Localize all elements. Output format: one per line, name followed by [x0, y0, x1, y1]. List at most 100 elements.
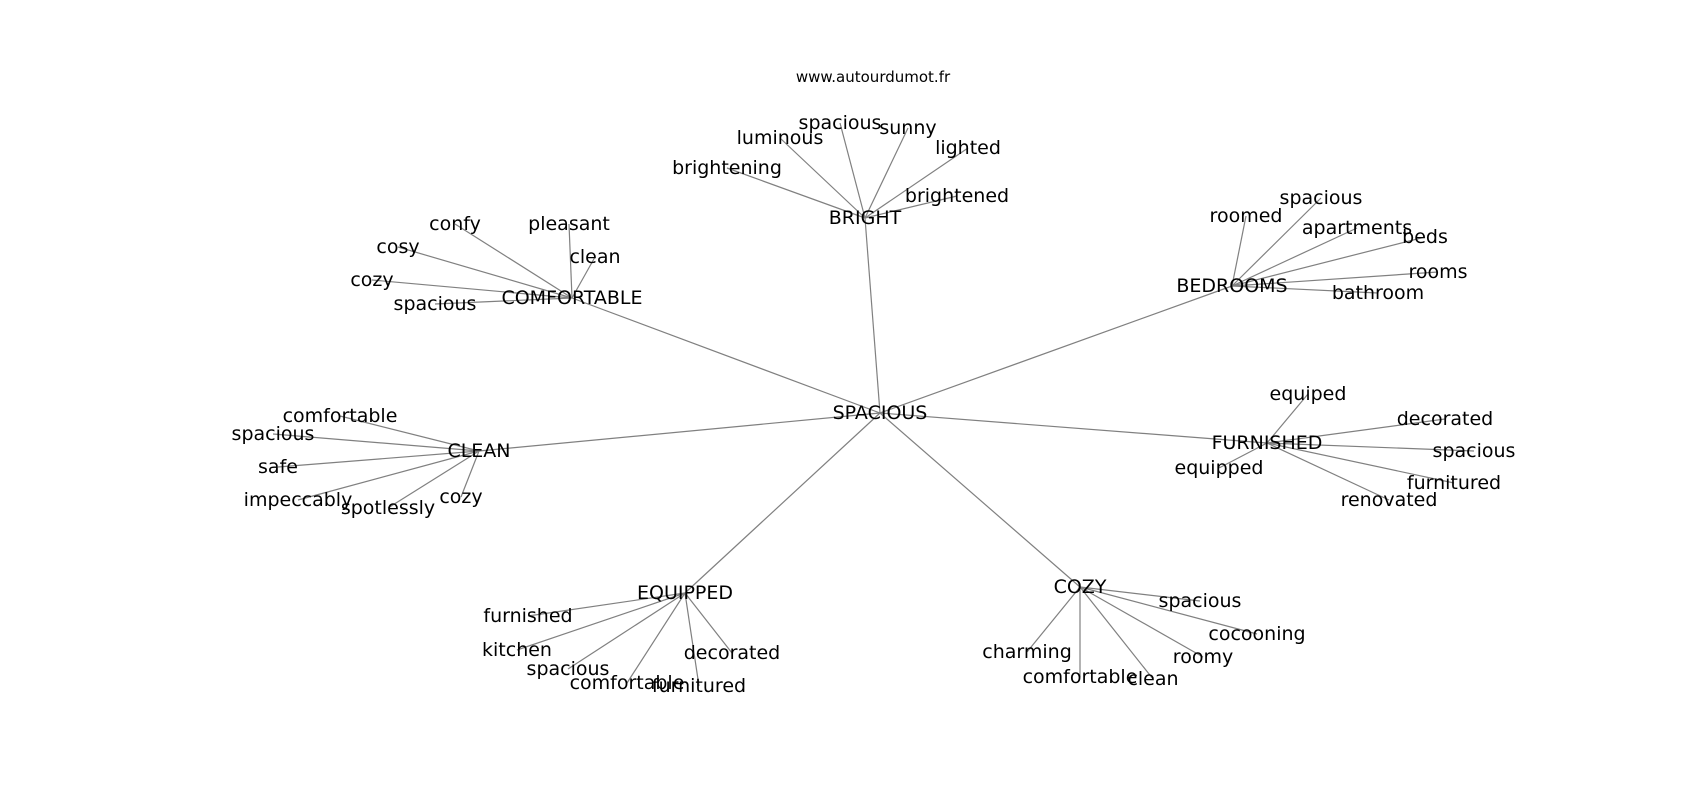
- edge-cozy-cocooning: [1079, 586, 1258, 635]
- leaf-node-clean: clean: [1127, 668, 1178, 690]
- edge-furnished-equiped: [1266, 393, 1309, 444]
- leaf-node-roomed: roomed: [1210, 205, 1283, 227]
- edge-bedrooms-spacious: [1231, 197, 1322, 287]
- edge-root-bedrooms: [879, 285, 1233, 414]
- edge-comfortable-clean: [571, 256, 596, 299]
- edge-root-furnished: [879, 412, 1268, 444]
- leaf-node-furnitured: furnitured: [1407, 472, 1501, 494]
- edge-furnished-equipped: [1218, 442, 1268, 469]
- leaf-node-cocooning: cocooning: [1208, 623, 1305, 645]
- hub-node-bedrooms: BEDROOMS: [1176, 275, 1287, 297]
- leaf-node-spacious: spacious: [1280, 187, 1363, 209]
- edge-furnished-furnitured: [1266, 442, 1455, 484]
- leaf-node-equipped: equipped: [1175, 457, 1264, 479]
- edge-root-cozy: [879, 412, 1081, 588]
- leaf-node-decorated: decorated: [1397, 408, 1493, 430]
- edge-clean-spacious: [272, 433, 480, 452]
- edge-bedrooms-rooms: [1231, 271, 1439, 287]
- leaf-node-confy: confy: [429, 213, 481, 235]
- leaf-node-charming: charming: [982, 641, 1072, 663]
- edge-comfortable-cosy: [397, 246, 573, 299]
- edge-comfortable-cozy: [371, 279, 573, 299]
- leaf-node-comfortable: comfortable: [570, 672, 685, 694]
- edge-equipped-furnished: [527, 592, 686, 617]
- leaf-node-renovated: renovated: [1341, 489, 1438, 511]
- edge-equipped-furnitured: [684, 592, 700, 687]
- watermark-text: www.autourdumot.fr: [796, 68, 951, 86]
- leaf-node-clean: clean: [569, 246, 620, 268]
- edge-bedrooms-bathroom: [1231, 285, 1379, 294]
- leaf-node-spacious: spacious: [1159, 590, 1242, 612]
- edge-bright-brightening: [726, 167, 866, 219]
- edge-equipped-spacious: [567, 592, 686, 670]
- root-node: SPACIOUS: [833, 402, 928, 424]
- edge-furnished-decorated: [1266, 418, 1446, 444]
- edges: [272, 122, 1475, 687]
- edge-clean-spotlessly: [387, 450, 480, 509]
- edge-comfortable-pleasant: [568, 223, 573, 299]
- edge-equipped-comfortable: [626, 592, 686, 684]
- leaf-node-spacious: spacious: [394, 293, 477, 315]
- edge-bright-spacious: [839, 122, 866, 219]
- edge-comfortable-spacious: [434, 297, 573, 305]
- edge-root-comfortable: [571, 297, 881, 414]
- edge-bright-brightened: [864, 195, 958, 219]
- labels: www.autourdumot.fr SPACIOUSBRIGHTbrighte…: [232, 68, 1516, 697]
- leaf-node-spotlessly: spotlessly: [341, 497, 435, 519]
- edge-bright-sunny: [864, 127, 909, 219]
- leaf-node-spacious: spacious: [799, 112, 882, 134]
- edge-cozy-roomy: [1079, 586, 1204, 658]
- leaf-node-spacious: spacious: [1433, 440, 1516, 462]
- edge-root-clean: [478, 412, 881, 452]
- leaf-node-roomy: roomy: [1173, 646, 1233, 668]
- leaf-node-luminous: luminous: [737, 127, 824, 149]
- edge-clean-impeccably: [297, 450, 480, 501]
- edge-root-equipped: [684, 412, 881, 594]
- edge-cozy-spacious: [1079, 586, 1201, 602]
- edge-clean-safe: [277, 450, 480, 468]
- leaf-node-kitchen: kitchen: [482, 639, 552, 661]
- edge-bright-luminous: [779, 137, 866, 219]
- edge-root-bright: [864, 217, 881, 414]
- leaf-node-decorated: decorated: [684, 642, 780, 664]
- hub-node-comfortable: COMFORTABLE: [501, 287, 642, 309]
- leaf-node-brightened: brightened: [905, 185, 1009, 207]
- leaf-node-equiped: equiped: [1270, 383, 1347, 405]
- edge-bedrooms-apartments: [1231, 227, 1358, 287]
- hub-node-clean: CLEAN: [447, 440, 510, 462]
- leaf-node-comfortable: comfortable: [1023, 666, 1138, 688]
- leaf-node-brightening: brightening: [672, 157, 782, 179]
- hub-node-equipped: EQUIPPED: [637, 582, 733, 604]
- leaf-node-comfortable: comfortable: [283, 405, 398, 427]
- edge-clean-cozy: [460, 450, 480, 498]
- edge-comfortable-confy: [454, 223, 573, 299]
- edge-bright-lighted: [864, 147, 969, 219]
- edge-clean-comfortable: [339, 415, 480, 452]
- leaf-node-impeccably: impeccably: [244, 489, 353, 511]
- hub-node-furnished: FURNISHED: [1212, 432, 1323, 454]
- leaf-node-furnished: furnished: [483, 605, 572, 627]
- leaf-node-spacious: spacious: [232, 423, 315, 445]
- leaf-node-furnitured: furnitured: [652, 675, 746, 697]
- edge-equipped-kitchen: [516, 592, 686, 651]
- hub-node-cozy: COZY: [1054, 576, 1107, 598]
- leaf-node-safe: safe: [258, 456, 298, 478]
- leaf-node-pleasant: pleasant: [528, 213, 610, 235]
- leaf-node-cosy: cosy: [376, 236, 419, 258]
- leaf-node-cozy: cozy: [439, 486, 482, 508]
- leaf-node-beds: beds: [1402, 226, 1448, 248]
- leaf-node-sunny: sunny: [879, 117, 936, 139]
- edge-bedrooms-beds: [1231, 236, 1426, 287]
- leaf-node-lighted: lighted: [935, 137, 1001, 159]
- leaf-node-spacious: spacious: [527, 658, 610, 680]
- edge-cozy-charming: [1026, 586, 1081, 653]
- edge-bedrooms-roomed: [1231, 215, 1247, 287]
- edge-furnished-spacious: [1266, 442, 1475, 452]
- leaf-node-cozy: cozy: [350, 269, 393, 291]
- edge-cozy-clean: [1079, 586, 1154, 680]
- leaf-node-bathroom: bathroom: [1332, 282, 1424, 304]
- leaf-node-apartments: apartments: [1302, 217, 1412, 239]
- edge-furnished-renovated: [1266, 442, 1390, 501]
- edge-equipped-decorated: [684, 592, 733, 654]
